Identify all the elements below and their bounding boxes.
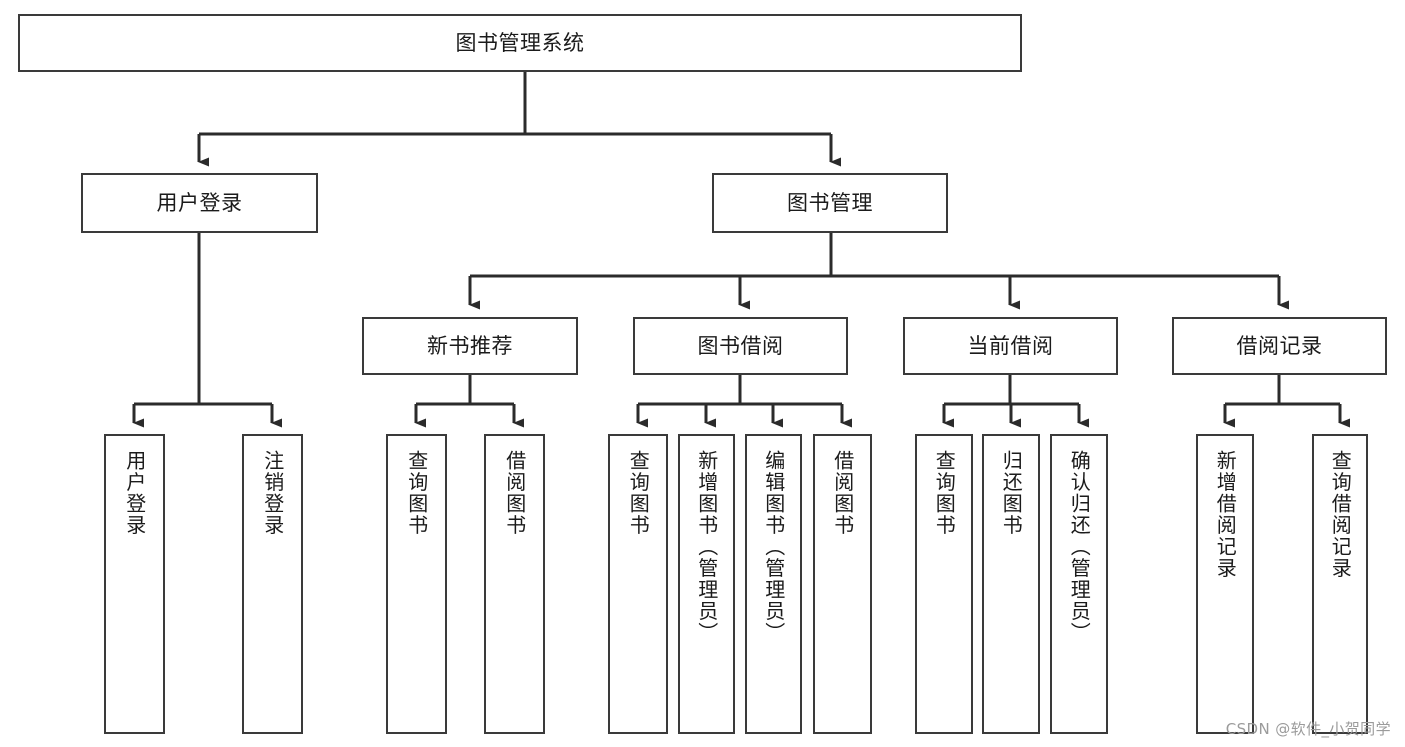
leaf-add-book-admin-label: 新增图书（管理员）	[694, 450, 719, 644]
leaf-return-book-label: 归还图书	[999, 450, 1024, 536]
leaf-borrow-book-label: 借阅图书	[830, 450, 855, 536]
node-new-book-rec-label: 新书推荐	[427, 333, 513, 358]
node-current-borrow-label: 当前借阅	[967, 333, 1054, 358]
leaf-edit-book-admin[interactable]: 编辑图书（管理员）	[745, 434, 802, 734]
node-user-login-label: 用户登录	[156, 190, 243, 215]
leaf-query-book-current[interactable]: 查询图书	[915, 434, 973, 734]
leaf-query-book-borrow[interactable]: 查询图书	[608, 434, 668, 734]
edges-new-book-rec	[414, 375, 524, 428]
node-borrow-record-label: 借阅记录	[1236, 333, 1323, 358]
edges-book-borrow	[636, 375, 852, 428]
watermark-text: CSDN @软件_小贺同学	[1225, 720, 1391, 738]
leaf-edit-book-admin-label: 编辑图书（管理员）	[761, 450, 786, 644]
leaf-user-login[interactable]: 用户登录	[104, 434, 165, 734]
leaf-return-book[interactable]: 归还图书	[982, 434, 1040, 734]
node-book-manage[interactable]: 图书管理	[712, 173, 948, 233]
node-root-label: 图书管理系统	[455, 30, 585, 55]
node-book-manage-label: 图书管理	[787, 190, 873, 215]
leaf-query-book-current-label: 查询图书	[932, 450, 957, 536]
node-user-login[interactable]: 用户登录	[81, 173, 318, 233]
leaf-add-book-admin[interactable]: 新增图书（管理员）	[678, 434, 735, 734]
node-book-borrow-label: 图书借阅	[697, 333, 784, 358]
node-book-borrow[interactable]: 图书借阅	[633, 317, 848, 375]
leaf-confirm-return-admin-label: 确认归还（管理员）	[1067, 450, 1092, 644]
leaf-add-borrow-record[interactable]: 新增借阅记录	[1196, 434, 1254, 734]
edges-borrow-record	[1223, 375, 1350, 428]
leaf-confirm-return-admin[interactable]: 确认归还（管理员）	[1050, 434, 1108, 734]
edges-current-borrow	[942, 375, 1089, 428]
edges-user-login	[132, 233, 282, 428]
leaf-borrow-book-rec-label: 借阅图书	[502, 450, 527, 536]
leaf-user-login-label: 用户登录	[122, 450, 147, 536]
leaf-query-borrow-record[interactable]: 查询借阅记录	[1312, 434, 1368, 734]
node-root[interactable]: 图书管理系统	[18, 14, 1022, 72]
leaf-query-book-borrow-label: 查询图书	[626, 450, 651, 536]
edges-book-manage	[468, 233, 1289, 310]
leaf-query-borrow-record-label: 查询借阅记录	[1328, 450, 1353, 579]
leaf-borrow-book-rec[interactable]: 借阅图书	[484, 434, 545, 734]
leaf-user-logout[interactable]: 注销登录	[242, 434, 303, 734]
leaf-add-borrow-record-label: 新增借阅记录	[1213, 450, 1238, 579]
leaf-query-book-rec[interactable]: 查询图书	[386, 434, 447, 734]
leaf-borrow-book[interactable]: 借阅图书	[813, 434, 872, 734]
leaf-query-book-rec-label: 查询图书	[404, 450, 429, 536]
node-current-borrow[interactable]: 当前借阅	[903, 317, 1118, 375]
leaf-user-logout-label: 注销登录	[260, 450, 285, 536]
edges-root	[197, 72, 841, 167]
node-new-book-rec[interactable]: 新书推荐	[362, 317, 578, 375]
node-borrow-record[interactable]: 借阅记录	[1172, 317, 1387, 375]
